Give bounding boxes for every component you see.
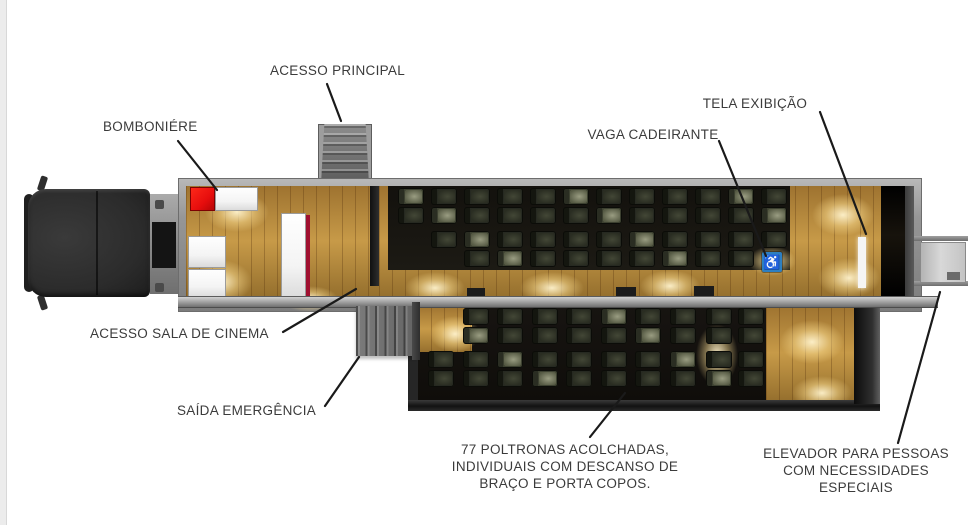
chassis-coupler: [152, 222, 176, 268]
screenshot-edge: [0, 0, 7, 525]
stair-steps: [321, 124, 369, 184]
elevator-note-line2: COM NECESSIDADES: [783, 463, 929, 478]
seating-platform-upper: [388, 186, 790, 270]
main-access-stairs: [318, 124, 372, 186]
speaker-block: [694, 286, 714, 297]
screen-panel: [881, 186, 905, 296]
leader-line-elevator-note: [896, 290, 942, 445]
rear-wall: [905, 186, 914, 296]
label-wheelchair-space: VAGA CADEIRANTE: [587, 127, 719, 142]
light-glow: [818, 258, 880, 298]
elevator-note-line3: ESPECIAIS: [819, 480, 893, 495]
leader-line-emergency-exit: [323, 355, 361, 408]
lower-section: [408, 298, 880, 412]
lobby-cabinet-lower: [188, 269, 226, 298]
label-candy-store: BOMBONIÉRE: [103, 119, 198, 134]
seats-note-line1: 77 POLTRONAS ACOLCHADAS,: [460, 442, 669, 457]
speaker-block: [467, 288, 485, 297]
light-glow: [812, 194, 874, 236]
label-screen: TELA EXIBIÇÃO: [702, 96, 808, 111]
chassis-bolt-top: [155, 200, 164, 209]
light-glow: [696, 324, 738, 386]
label-cinema-room-access: ACESSO SALA DE CINEMA: [90, 326, 269, 341]
label-main-access: ACESSO PRINCIPAL: [269, 63, 406, 78]
wheelchair-space-marker: ♿: [762, 252, 782, 272]
emergency-stairs-rail: [412, 302, 420, 360]
partition-wall: [370, 186, 379, 286]
wheelchair-icon: ♿: [763, 254, 781, 270]
elevator-platform-notch: [947, 272, 960, 280]
light-glow: [780, 320, 844, 364]
elevator-note-line1: ELEVADOR PARA PESSOAS: [763, 446, 949, 461]
lobby-cabinet-upper: [188, 236, 226, 268]
seats-note-line3: BRAÇO E PORTA COPOS.: [479, 476, 651, 491]
slide-rail: [178, 296, 938, 308]
label-seats-note: 77 POLTRONAS ACOLCHADAS, INDIVIDUAIS COM…: [430, 441, 700, 492]
lobby-table-red-edge: [306, 215, 310, 299]
candy-counter-red: [190, 187, 215, 211]
truck-cab: [28, 189, 150, 297]
lower-bottom-wall: [408, 400, 880, 411]
screen-light-strip: [858, 237, 866, 288]
lower-right-wall: [854, 304, 880, 404]
light-glow: [430, 316, 480, 352]
elevator-rail-bottom: [914, 281, 968, 286]
cab-roof-seam: [96, 191, 98, 295]
seats-note-line2: INDIVIDUAIS COM DESCANSO DE: [451, 459, 679, 474]
speaker-block: [616, 287, 636, 297]
label-elevator-note: ELEVADOR PARA PESSOAS COM NECESSIDADES E…: [746, 445, 966, 496]
candy-counter-white: [215, 187, 258, 211]
label-emergency-exit: SAÍDA EMERGÊNCIA: [177, 403, 317, 418]
leader-line-main-access: [325, 82, 343, 123]
chassis-bolt-bottom: [155, 283, 164, 292]
lobby-table: [281, 213, 306, 301]
emergency-stairs: [356, 306, 416, 356]
elevator-rail-top: [914, 236, 968, 241]
